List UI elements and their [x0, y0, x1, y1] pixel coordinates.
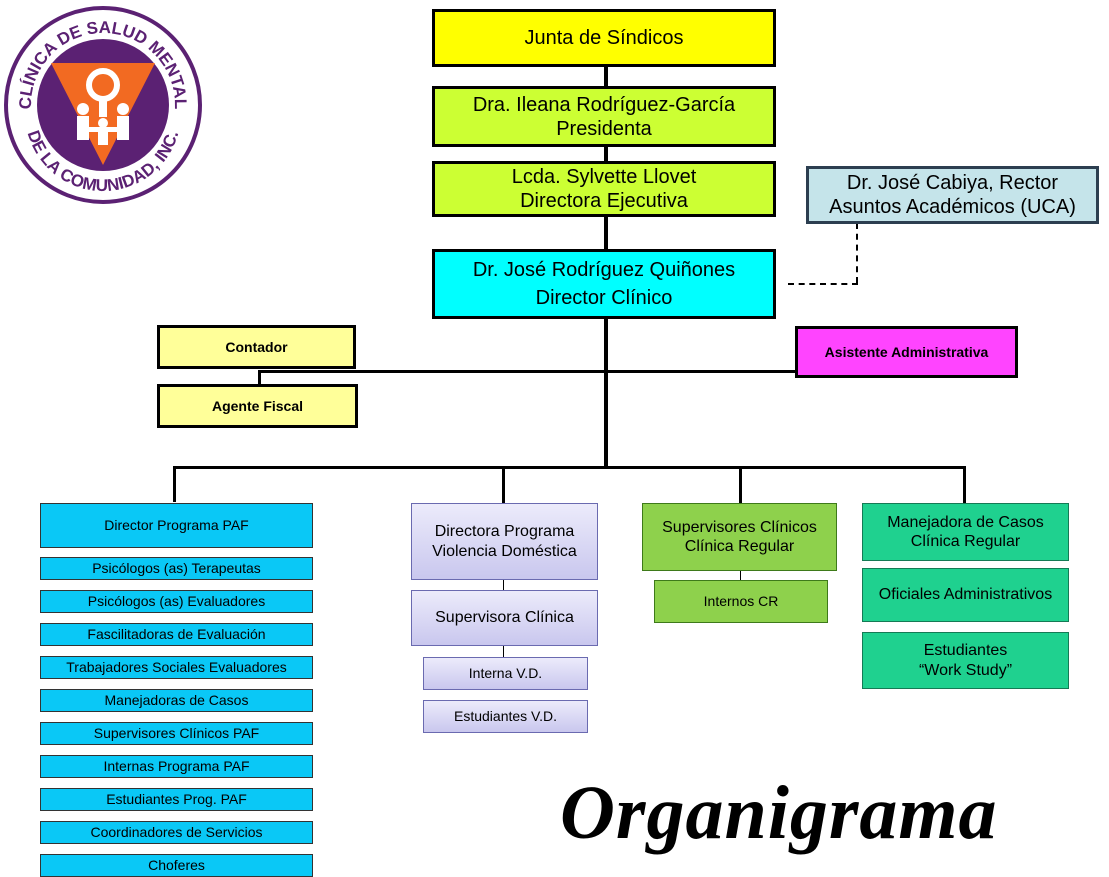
executive-box: Lcda. Sylvette Llovet Directora Ejecutiv… [432, 161, 776, 217]
paf-item-label: Choferes [148, 857, 205, 874]
manejadora-line2: Clínica Regular [910, 533, 1021, 550]
executive-name: Lcda. Sylvette Llovet [511, 166, 697, 188]
paf-item: Fascilitadoras de Evaluación [40, 623, 313, 646]
rector-role: Asuntos Académicos (UCA) [829, 196, 1076, 218]
connector [173, 466, 966, 469]
rector-box: Dr. José Cabiya, Rector Asuntos Académic… [806, 166, 1099, 224]
page-title: Organigrama [560, 771, 998, 855]
work-study-box: Estudiantes “Work Study” [862, 632, 1069, 689]
asistente-box: Asistente Administrativa [795, 326, 1018, 378]
vd-director-line1: Directora Programa [434, 523, 575, 541]
connector [502, 466, 505, 503]
vd-supervisora-box: Supervisora Clínica [411, 590, 598, 646]
clinical-director-box: Dr. José Rodríguez Quiñones Director Clí… [432, 249, 776, 319]
agente-fiscal-label: Agente Fiscal [211, 397, 304, 414]
dashed-connector [788, 283, 858, 285]
manejadora-line1: Manejadora de Casos [887, 513, 1044, 531]
work-study-line2: “Work Study” [918, 661, 1013, 679]
oficiales-box: Oficiales Administrativos [862, 568, 1069, 622]
cr-supervisores-line1: Supervisores Clínicos [662, 518, 817, 536]
president-role: Presidenta [556, 117, 652, 140]
agente-fiscal-box: Agente Fiscal [157, 384, 358, 428]
connector [739, 466, 742, 503]
paf-item: Supervisores Clínicos PAF [40, 722, 313, 745]
dashed-connector [856, 223, 858, 283]
paf-item-label: Fascilitadoras de Evaluación [87, 626, 266, 643]
connector [258, 370, 261, 385]
paf-item: Psicólogos (as) Evaluadores [40, 590, 313, 613]
cr-supervisores-line2: Clínica Regular [684, 538, 795, 555]
paf-item-label: Internas Programa PAF [103, 758, 250, 775]
paf-item-label: Trabajadores Sociales Evaluadores [66, 659, 287, 676]
cr-internos-label: Internos CR [703, 593, 779, 610]
paf-item-label: Supervisores Clínicos PAF [93, 725, 260, 742]
vd-estudiantes-label: Estudiantes V.D. [454, 708, 557, 725]
vd-director-box: Directora Programa Violencia Doméstica [411, 503, 598, 580]
connector [173, 466, 176, 502]
board-box: Junta de Síndicos [432, 9, 776, 67]
paf-item-label: Psicólogos (as) Evaluadores [87, 593, 266, 610]
paf-item-label: Manejadoras de Casos [104, 692, 249, 709]
connector [503, 645, 504, 657]
paf-item: Trabajadores Sociales Evaluadores [40, 656, 313, 679]
connector [604, 318, 608, 466]
paf-item: Coordinadores de Servicios [40, 821, 313, 844]
vd-interna-label: Interna V.D. [468, 665, 543, 682]
paf-item-label: Coordinadores de Servicios [90, 824, 263, 841]
manejadora-box: Manejadora de Casos Clínica Regular [862, 503, 1069, 561]
paf-item-label: Psicólogos (as) Terapeutas [92, 560, 261, 577]
paf-item-label: Estudiantes Prog. PAF [106, 791, 247, 808]
cr-internos-box: Internos CR [654, 580, 828, 623]
executive-role: Directora Ejecutiva [520, 190, 688, 212]
clinic-logo: CLÍNICA DE SALUD MENTAL DE LA COMUNIDAD,… [4, 6, 202, 204]
president-box: Dra. Ileana Rodríguez-García Presidenta [432, 86, 776, 147]
rector-name: Dr. José Cabiya, Rector [846, 172, 1059, 194]
vd-interna-box: Interna V.D. [423, 657, 588, 690]
vd-estudiantes-box: Estudiantes V.D. [423, 700, 588, 733]
clinical-director-name: Dr. José Rodríguez Quiñones [472, 259, 736, 281]
paf-director-label: Director Programa PAF [104, 517, 249, 534]
contador-label: Contador [225, 338, 288, 355]
contador-box: Contador [157, 325, 356, 369]
president-name: Dra. Ileana Rodríguez-García [472, 93, 736, 116]
connector [963, 466, 966, 503]
paf-item: Choferes [40, 854, 313, 877]
paf-item: Manejadoras de Casos [40, 689, 313, 712]
connector [503, 580, 504, 590]
cr-supervisores-box: Supervisores Clínicos Clínica Regular [642, 503, 837, 571]
clinical-director-role: Director Clínico [535, 287, 673, 309]
oficiales-label: Oficiales Administrativos [878, 586, 1053, 604]
asistente-label: Asistente Administrativa [824, 343, 989, 360]
paf-director-box: Director Programa PAF [40, 503, 313, 548]
board-label: Junta de Síndicos [524, 27, 684, 49]
vd-director-line2: Violencia Doméstica [432, 542, 577, 560]
paf-item: Internas Programa PAF [40, 755, 313, 778]
paf-item: Estudiantes Prog. PAF [40, 788, 313, 811]
work-study-line1: Estudiantes [923, 642, 1008, 660]
vd-supervisora-label: Supervisora Clínica [435, 609, 574, 627]
connector [260, 370, 797, 373]
connector [740, 570, 741, 580]
paf-item: Psicólogos (as) Terapeutas [40, 557, 313, 580]
